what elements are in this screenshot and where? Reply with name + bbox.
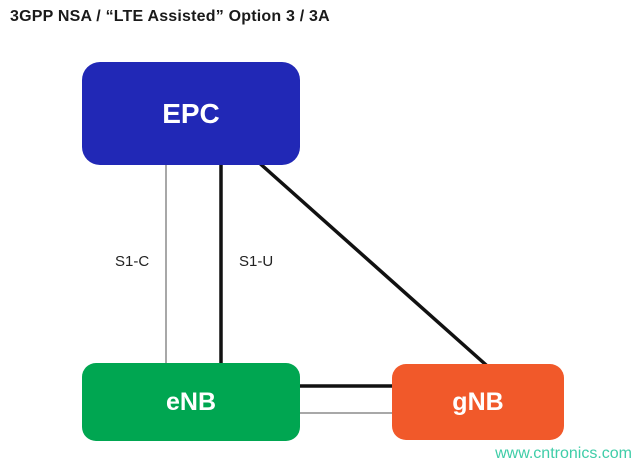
diagram-title: 3GPP NSA / “LTE Assisted” Option 3 / 3A — [10, 8, 330, 25]
link-label-s1c: S1-C — [112, 252, 153, 271]
link-epc-gnb — [254, 158, 496, 374]
node-epc: EPC — [82, 62, 300, 165]
link-label-s1u: S1-U — [236, 252, 277, 271]
node-enb-label: eNB — [165, 387, 216, 416]
node-enb: eNB — [82, 363, 300, 441]
node-gnb-label: gNB — [452, 387, 504, 416]
node-gnb: gNB — [392, 364, 564, 440]
watermark-text: www.cntronics.com — [495, 445, 632, 462]
node-epc-label: EPC — [162, 97, 220, 129]
